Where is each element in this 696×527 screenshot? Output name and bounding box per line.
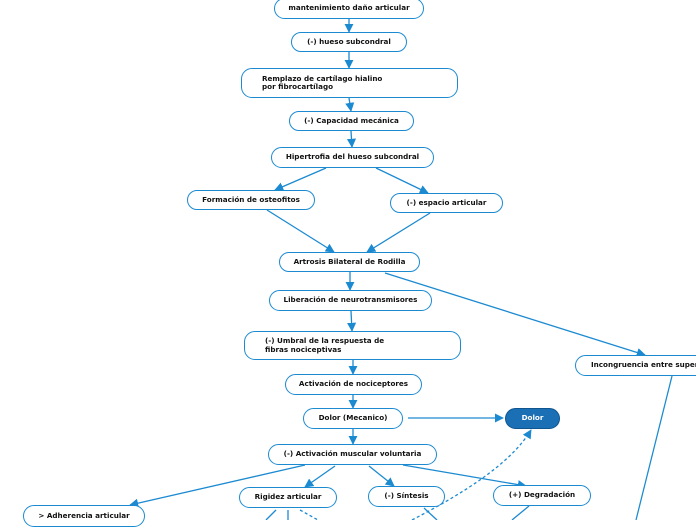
edge-osteofitos-artrosis xyxy=(266,209,335,253)
node-capacidad-mecanica[interactable]: (-) Capacidad mecánica xyxy=(289,111,414,131)
edge-activacion-adherencia xyxy=(129,464,306,508)
node-rigidez[interactable]: Rigidez articular xyxy=(239,487,337,508)
edge-dashed-rigidez xyxy=(299,509,319,520)
edge-activacion-sintesis xyxy=(368,465,395,487)
edge-rigidez-down-1 xyxy=(265,509,277,520)
node-activacion-nociceptores[interactable]: Activación de nociceptores xyxy=(285,374,422,395)
node-mantenimiento[interactable]: mantenimiento daño articular xyxy=(274,0,424,19)
node-hueso-subcondral[interactable]: (-) hueso subcondral xyxy=(291,32,407,52)
edge-hipertrofia-osteofitos xyxy=(274,167,327,191)
edge-degradacion-down xyxy=(511,505,530,520)
edge-sintesis-down xyxy=(423,507,438,520)
edge-remplazo-capacidad xyxy=(345,97,355,112)
node-remplazo[interactable]: Remplazo de cartílago hialino por fibroc… xyxy=(241,68,458,98)
node-activacion-muscular[interactable]: (-) Activación muscular voluntaria xyxy=(268,444,437,465)
node-adherencia[interactable]: > Adherencia articular xyxy=(23,505,145,527)
node-artrosis[interactable]: Artrosis Bilateral de Rodilla xyxy=(279,252,420,272)
node-umbral[interactable]: (-) Umbral de la respuesta de fibras noc… xyxy=(244,331,461,360)
node-sintesis[interactable]: (-) Síntesis xyxy=(368,486,445,507)
edge-liberacion-umbral xyxy=(347,310,357,332)
node-dolor[interactable]: Dolor xyxy=(505,408,560,429)
node-incongruencia[interactable]: Incongruencia entre super xyxy=(575,355,696,376)
edge-espacio-artrosis xyxy=(366,212,431,253)
edge-activacion-rigidez xyxy=(304,465,336,488)
edge-activacion-degradacion xyxy=(402,464,527,490)
node-espacio-articular[interactable]: (-) espacio articular xyxy=(390,193,503,213)
edge-hipertrofia-espacio xyxy=(375,167,429,194)
node-degradacion[interactable]: (+) Degradación xyxy=(493,485,591,506)
node-hipertrofia[interactable]: Hipertrofia del hueso subcondral xyxy=(271,147,434,168)
edge-capacidad-hipertrofia xyxy=(346,130,357,148)
edge-incongruencia-down xyxy=(635,375,673,520)
node-osteofitos[interactable]: Formación de osteofitos xyxy=(187,190,315,210)
node-liberacion[interactable]: Liberación de neurotransmisores xyxy=(269,290,432,311)
edge-artrosis-incongruencia xyxy=(384,272,646,357)
node-dolor-mecanico[interactable]: Dolor (Mecanico) xyxy=(303,408,403,429)
edge-dashed-to-dolor xyxy=(411,429,532,520)
